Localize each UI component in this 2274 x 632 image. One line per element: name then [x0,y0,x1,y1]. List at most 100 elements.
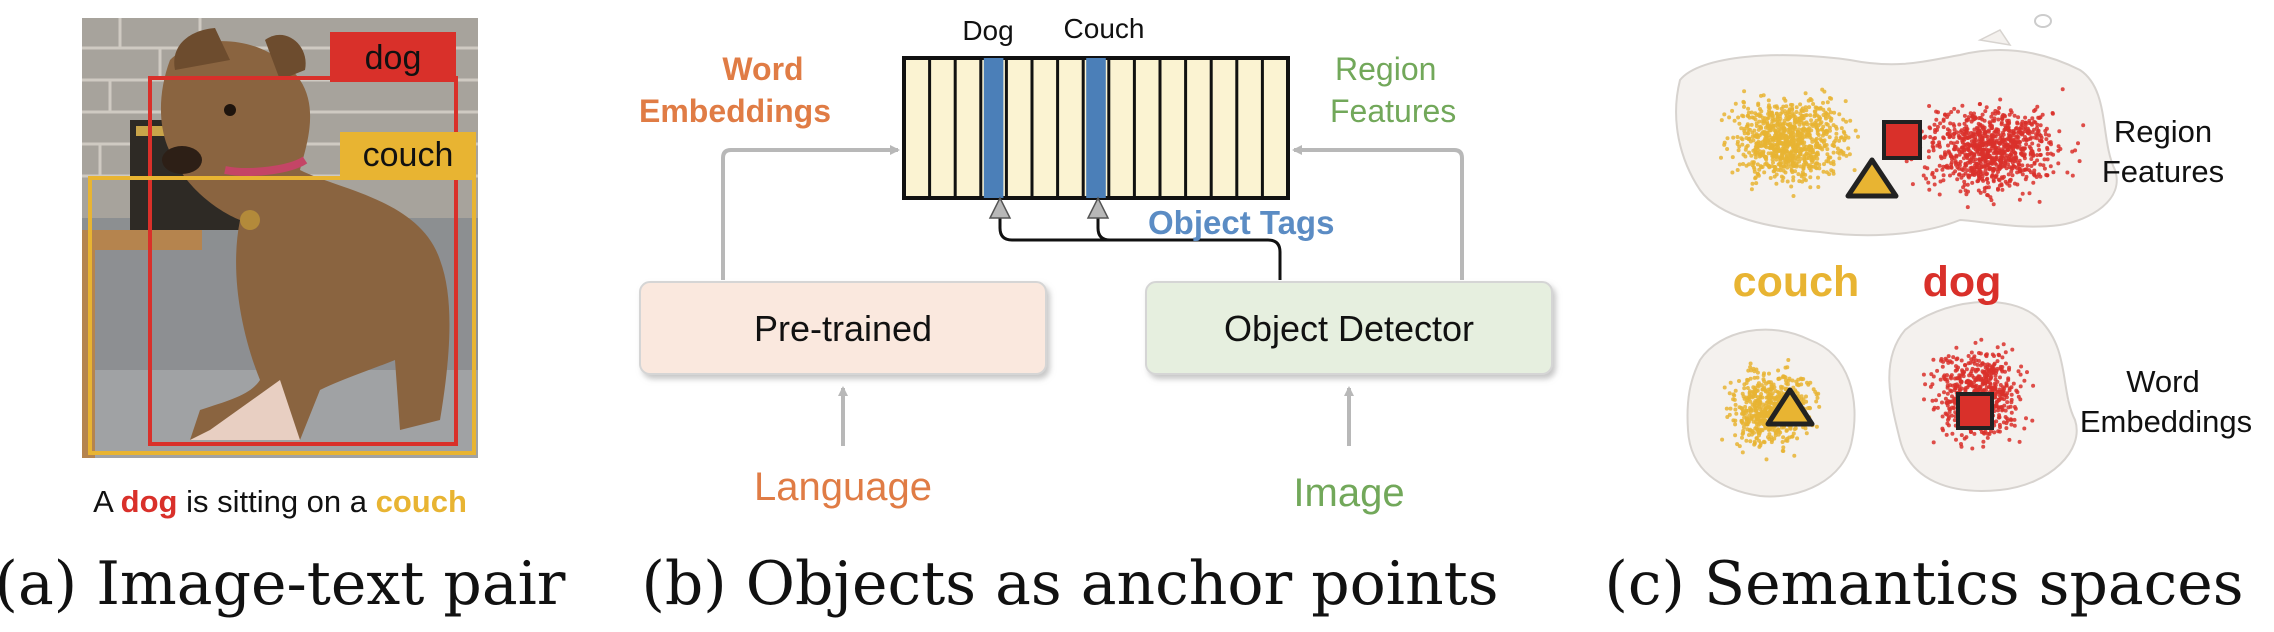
scatter-point [1971,132,1976,137]
scatter-point [1749,153,1754,158]
scatter-point [1817,404,1822,409]
scatter-point [1792,148,1797,153]
scatter-point [2000,149,2005,154]
scatter-point [1991,142,1996,147]
scatter-point [1966,117,1971,122]
scatter-point [1722,385,1727,390]
scatter-point [1999,160,2004,164]
scatter-point [1809,122,1814,127]
scatter-point [1966,378,1971,383]
scatter-point [1992,118,1997,123]
scatter-point [1833,138,1838,143]
scatter-point [2009,397,2014,402]
scatter-point [1824,170,1829,175]
scatter-point [1961,185,1966,190]
scatter-point [1767,371,1771,376]
scatter-point [1928,384,1933,389]
scatter-point [1984,105,1989,110]
scatter-point [2041,163,2046,168]
scatter-point [1782,157,1787,162]
scatter-point [1785,436,1790,441]
scatter-point [1986,129,1991,134]
scatter-point [1992,385,1997,390]
dog-tag: dog [365,39,422,77]
scatter-point [1957,172,1961,177]
scatter-point [1953,376,1957,381]
couch-tag-arrowhead [1086,196,1110,219]
scatter-point [2036,172,2041,177]
object-detector-label: Object Detector [1224,308,1474,349]
scatter-point [2012,417,2017,422]
scatter-point [1813,122,1818,127]
scatter-point [1795,382,1800,387]
scatter-point [2005,400,2010,405]
scatter-point [1767,405,1772,410]
scatter-point [1746,127,1751,132]
scatter-point [1800,131,1805,136]
scatter-point [1965,136,1970,140]
scatter-point [1730,155,1735,160]
scatter-point [1728,406,1733,411]
detector-arrow [1292,145,1464,280]
scatter-point [1781,168,1786,173]
scatter-point [1754,134,1759,139]
scatter-point [1812,154,1817,159]
scatter-point [1992,130,1997,135]
scatter-point [1941,164,1946,169]
scatter-point [2020,119,2025,124]
scatter-point [1781,164,1786,169]
scatter-point [2038,162,2043,167]
scatter-point [1972,431,1977,436]
scatter-point [1808,175,1813,180]
scatter-point [1777,119,1782,124]
scatter-point [1945,391,1950,396]
scatter-point [1935,368,1940,373]
scatter-point [1796,172,1801,177]
scatter-point [1993,145,1998,150]
scatter-point [1775,106,1780,110]
scatter-point [1808,406,1812,411]
dog-embedding-cell [983,58,1004,198]
scatter-point [1981,147,1986,152]
scatter-point [1831,169,1836,174]
scatter-point [1952,147,1956,152]
scatter-point [1967,149,1972,154]
scatter-point [1981,171,1985,176]
scatter-point [1983,131,1988,136]
scatter-point [1975,367,1980,372]
scatter-point [1986,185,1991,190]
scatter-point [1977,134,1982,139]
scatter-point [1985,162,1990,167]
scatter-point [1748,365,1753,370]
scatter-point [1962,126,1967,131]
scatter-point [1741,431,1746,435]
scatter-point [1922,135,1926,140]
scatter-point [1821,107,1826,112]
scatter-point [1960,103,1965,108]
scatter-point [1949,162,1954,167]
scatter-point [2032,135,2037,140]
scatter-point [1733,418,1738,423]
scatter-point [1731,135,1736,140]
scatter-point [1960,145,1965,150]
scatter-point [1796,138,1801,143]
scatter-point [1835,146,1840,151]
scatter-point [2005,153,2010,158]
scatter-point [1904,159,1909,164]
scatter-point [1777,161,1782,166]
scatter-point [1962,370,1967,374]
scatter-point [1772,164,1777,169]
scatter-point [1981,143,1985,148]
scatter-point [1757,401,1762,406]
scatter-point [1742,100,1746,105]
scatter-point [2015,145,2020,150]
scatter-point [1754,144,1759,148]
scatter-point [1853,128,1858,133]
scatter-point [2016,115,2021,120]
scatter-point [1782,109,1787,114]
scatter-point [2043,128,2048,133]
scatter-point [1761,93,1766,98]
scatter-point [1921,173,1926,178]
scatter-point [2005,391,2010,396]
